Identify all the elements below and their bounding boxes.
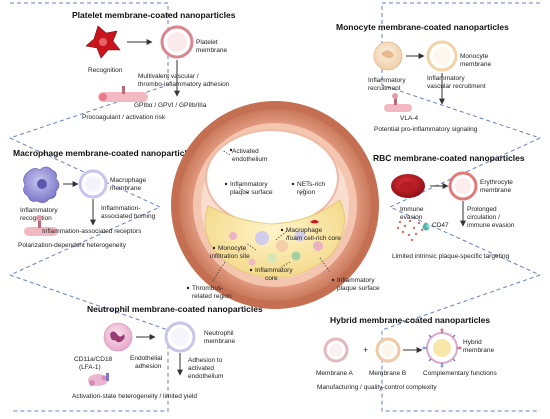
center-macro-label-1: Macrophage: [286, 227, 323, 234]
center-mono-label-2: infiltration site: [210, 253, 250, 260]
center-macro-label-2: /foam cell-rich core: [286, 235, 341, 242]
center-surface-label-2: plaque surface: [230, 189, 273, 196]
neutrophil-title: Neutrophil membrane-coated nanoparticles: [87, 304, 263, 314]
rbc-evasion-label-1: Immune: [400, 206, 424, 213]
membrane-b-label: Membrane B: [369, 370, 406, 377]
hybrid-note: Manufacturing / quality-control complexi…: [317, 384, 437, 391]
plus-sign: +: [363, 345, 368, 355]
rbc-note: Limited intrinsic plaque-specific target…: [392, 253, 509, 260]
macrophage-cell-icon: [23, 166, 60, 203]
monocyte-receptor-icon: [384, 93, 412, 112]
monocyte-title: Monocyte membrane-coated nanoparticles: [336, 22, 509, 32]
neutrophil-panel: Neutrophil membrane-coated nanoparticles…: [72, 304, 263, 400]
rbc-evasion-label-2: evasion: [400, 214, 423, 221]
macrophage-panel: Macrophage membrane-coated nanoparticles…: [13, 148, 197, 249]
neutrophil-receptor-label-1: CD11a/CD18: [74, 356, 113, 363]
hybrid-np-icon: [422, 328, 462, 368]
center-endo-label-2: endothelium: [232, 156, 267, 163]
platelet-membrane-label-2: membrane: [196, 47, 227, 54]
neutrophil-receptor-icon: [88, 373, 109, 386]
hybrid-membrane-label-2: membrane: [463, 347, 494, 354]
monocyte-note: Potential pro-inflammatory signaling: [374, 126, 478, 133]
platelet-note: Procoagulant / activation risk: [82, 114, 166, 121]
artery-cross-section: Activated endothelium Inflammatory plaqu…: [171, 101, 379, 309]
hybrid-title: Hybrid membrane-coated nanoparticles: [330, 315, 490, 325]
macrophage-title: Macrophage membrane-coated nanoparticles: [13, 148, 197, 158]
monocyte-panel: Monocyte membrane-coated nanoparticles M…: [336, 22, 509, 133]
hybrid-membrane-label-1: Hybrid: [463, 339, 482, 346]
macrophage-membrane-label-1: Macrophage: [110, 177, 147, 184]
platelet-membrane-label-1: Platelet: [196, 39, 218, 46]
center-thrombus-label-1: Thrombus-: [192, 285, 223, 292]
hybrid-functions-label: Complementary functions: [423, 370, 497, 377]
cd47-icon: [422, 223, 430, 231]
plaque-cells: [229, 220, 323, 266]
rbc-cell-icon: [391, 174, 425, 198]
macrophage-membrane-label-2: membrane: [110, 185, 141, 192]
rbc-membrane-label-2: membrane: [480, 187, 511, 194]
neutrophil-note: Activation-state heterogeneity / limited…: [72, 393, 197, 400]
platelet-receptors-label: GPIbα / GPVI / GPIIb/IIIa: [134, 102, 207, 109]
monocyte-receptor-label: VLA-4: [400, 115, 418, 122]
rbc-membrane-label-1: Erythrocyte: [480, 179, 513, 186]
rbc-title: RBC membrane-coated nanoparticles: [373, 153, 525, 163]
monocyte-vascular-label-1: Inflammatory: [427, 75, 465, 82]
monocyte-cell-icon: [373, 41, 403, 71]
neutrophil-endo-label-2: adhesion: [135, 363, 162, 370]
platelet-title: Platelet membrane-coated nanoparticles: [72, 10, 236, 20]
macrophage-homing-label-2: associated homing: [101, 213, 156, 220]
platelet-panel: Platelet membrane-coated nanoparticles P…: [72, 10, 236, 121]
center-outer-label-1: Inflammatory: [337, 277, 375, 284]
center-nets-label-2: region: [297, 189, 315, 196]
monocyte-recruit-label-1: Inflammatory: [368, 77, 406, 84]
neutrophil-adhesion-label-3: endothelium: [188, 373, 223, 380]
center-endo-label-1: Activated: [232, 148, 259, 155]
rbc-panel: RBC membrane-coated nanoparticles Erythr…: [373, 153, 525, 260]
rbc-receptor-label: CD47: [432, 222, 449, 229]
monocyte-membrane-label-1: Monocyte: [460, 53, 489, 60]
neutrophil-membrane-label-1: Neutrophil: [204, 330, 234, 337]
neutrophil-adhesion-label-2: activated: [188, 365, 214, 372]
macrophage-receptor-icon: [24, 215, 58, 236]
neutrophil-endo-label-1: Endothelial: [130, 355, 163, 362]
center-mono-label-1: Monocyte: [218, 245, 247, 252]
hybrid-panel: Hybrid membrane-coated nanoparticles Mem…: [316, 315, 497, 391]
neutrophil-cell-icon: [103, 322, 133, 352]
macrophage-note: Polarization-dependent heterogeneity: [18, 242, 127, 249]
platelet-adhesion-label-2: thrombo-inflammatory adhesion: [138, 81, 230, 88]
center-core-label-1: Inflammatory: [255, 267, 293, 274]
center-outer-label-2: plaque surface: [337, 285, 380, 292]
monocyte-recruit-label-2: recruitment: [368, 85, 401, 92]
outer-callouts: Thrombus- related region Inflammatory pl…: [186, 277, 380, 300]
membrane-a-label: Membrane A: [316, 370, 354, 377]
platelet-adhesion-label-1: Multivalent vascular /: [138, 73, 199, 80]
neutrophil-adhesion-label-1: Adhesion to: [188, 357, 223, 364]
macrophage-recog-label-1: Inflammatory: [20, 207, 58, 214]
platelet-receptor-icon: [98, 86, 148, 102]
center-nets-label-1: NETs-rich: [297, 181, 326, 188]
platelet-recognition-label: Recognition: [88, 67, 123, 74]
center-surface-label-1: Inflammatory: [230, 181, 268, 188]
monocyte-vascular-label-2: vascular recruitment: [427, 83, 486, 90]
rbc-prolonged-label-1: Prolonged: [467, 206, 497, 213]
neutrophil-membrane-label-2: membrane: [204, 338, 235, 345]
rbc-dots-icon: [396, 219, 427, 242]
macrophage-receptors-label: Inflammation-associated receptors: [42, 228, 142, 235]
rbc-prolonged-label-3: immune evasion: [467, 222, 515, 229]
center-thrombus-label-2: related region: [192, 293, 232, 300]
rbc-prolonged-label-2: circulation /: [467, 214, 500, 221]
center-core-label-2: core: [265, 275, 278, 282]
macrophage-homing-label-1: Inflammation-: [101, 205, 140, 212]
plaque-region: [204, 199, 345, 279]
neutrophil-receptor-label-2: (LFA-1): [79, 364, 101, 371]
monocyte-membrane-label-2: membrane: [460, 61, 491, 68]
vessel-lumen: [205, 129, 339, 227]
